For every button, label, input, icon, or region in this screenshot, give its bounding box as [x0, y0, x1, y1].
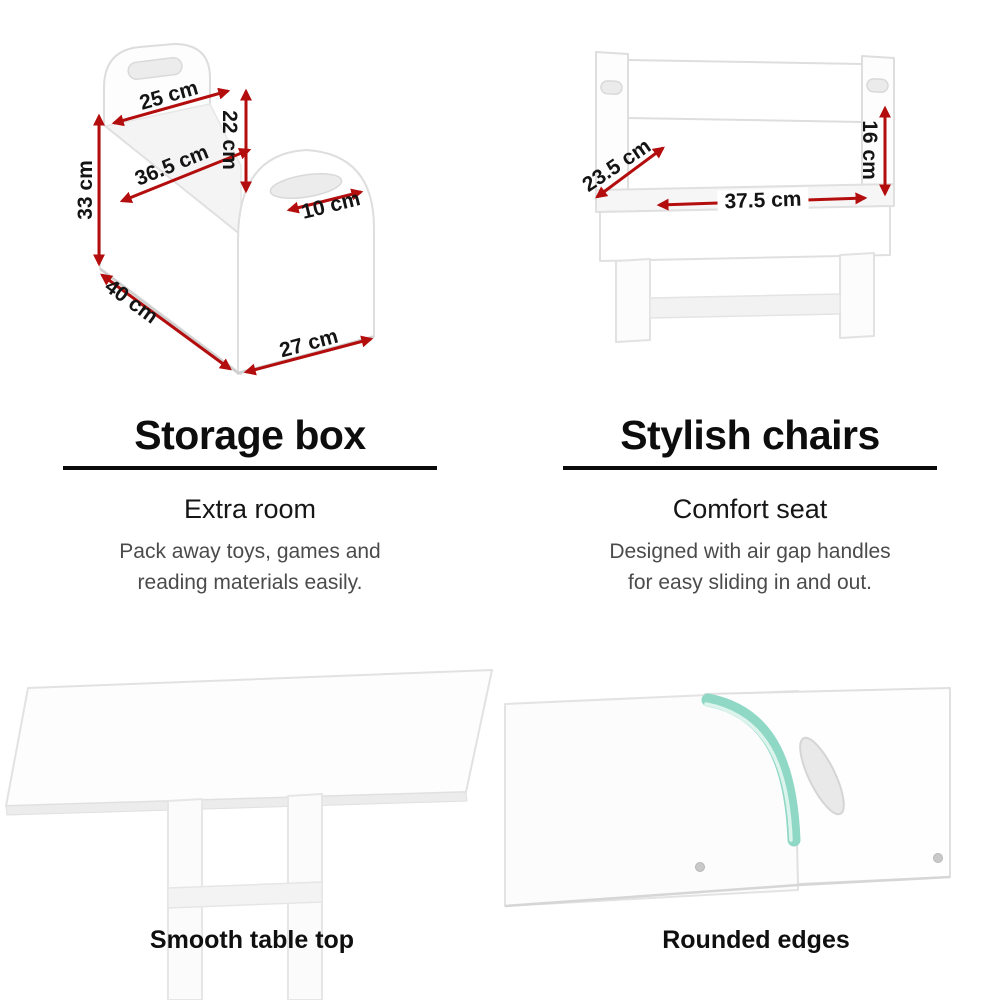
stylish-chairs-description: Designed with air gap handles for easy s…: [500, 536, 1000, 598]
storage-box-description-line-1: Pack away toys, games and: [119, 540, 381, 563]
stylish-chairs-subtitle: Comfort seat: [672, 494, 828, 524]
stylish-chairs-description-line-1: Designed with air gap handles: [609, 540, 891, 563]
dim-arrow-27cm: [243, 335, 374, 376]
closeup-bottom-edge: [504, 875, 951, 908]
storage-box-divider: [63, 466, 437, 470]
storage-box-subtitle: Extra room: [183, 494, 317, 524]
dim-arrow-36-5cm: [119, 148, 252, 203]
dim-arrow-40cm: [100, 273, 232, 371]
bench-backrest: [627, 59, 863, 123]
storage-box-title: Storage box: [134, 412, 366, 458]
dim-arrow-25cm: [111, 87, 231, 127]
storage-box-description: Pack away toys, games and reading materi…: [0, 536, 500, 598]
storage-box-description-line-2: reading materials easily.: [137, 571, 363, 594]
bench-right-leg: [839, 252, 875, 339]
table-caption: Smooth table top: [149, 926, 355, 954]
dim-label-storage-total-height: 33 cm: [74, 160, 97, 220]
rounded-edges-caption: Rounded edges: [662, 926, 850, 954]
closeup-side-wall: [504, 690, 799, 907]
rounded-edge-highlight-inner: [704, 702, 793, 842]
table-illustration: [5, 669, 493, 1000]
dim-label-bench-back-height: 16 cm: [858, 120, 881, 180]
rounded-edge-highlight: [701, 693, 801, 847]
closeup-screw-left: [695, 862, 705, 872]
bench-left-leg: [615, 258, 651, 343]
storage-box-back-handle-cutout: [127, 56, 183, 81]
bench-step: [649, 293, 841, 319]
bench-left-handle-cutout: [600, 80, 623, 95]
dim-label-bench-seat-width: 37.5 cm: [717, 187, 809, 215]
bench-right-handle-cutout: [866, 78, 889, 93]
bench-apron: [599, 205, 891, 262]
closeup-screw-right: [933, 853, 943, 863]
stylish-chairs-divider: [563, 466, 937, 470]
closeup-handle-cutout: [799, 736, 845, 816]
table-shelf: [167, 881, 323, 909]
dim-label-storage-arch-height: 22 cm: [218, 110, 241, 170]
stylish-chairs-description-line-2: for easy sliding in and out.: [628, 571, 872, 594]
storage-box-dimension-arrows: [93, 87, 374, 376]
dim-arrow-10cm: [286, 188, 364, 214]
dim-arrow-23-5cm: [595, 146, 665, 199]
rounded-edge-closeup: [504, 687, 951, 908]
stylish-chairs-title: Stylish chairs: [620, 412, 880, 458]
table-top: [5, 669, 493, 807]
